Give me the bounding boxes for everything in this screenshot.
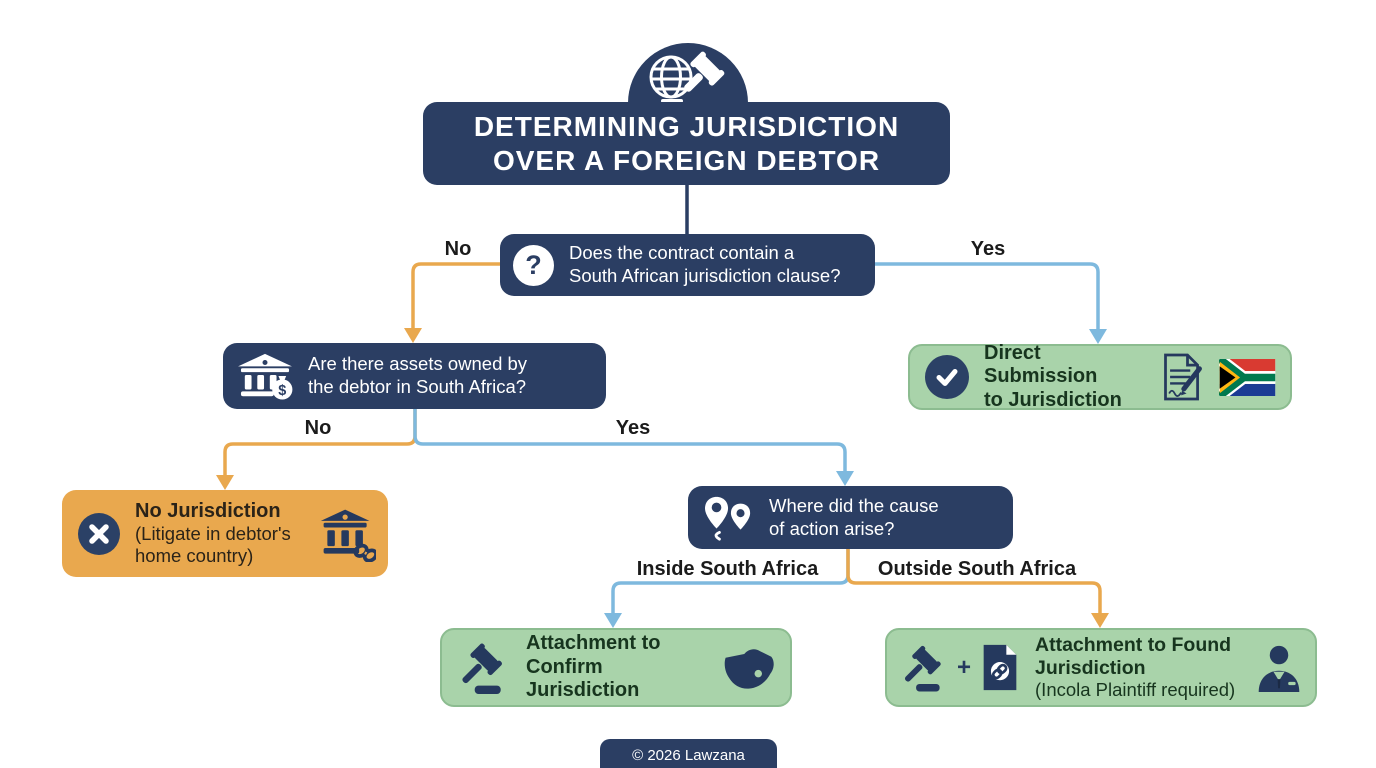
bank-money-icon: $	[238, 353, 293, 400]
document-link-icon	[983, 644, 1017, 691]
globe-gavel-icon	[649, 51, 725, 103]
connector-q1-yes	[875, 262, 1107, 344]
label-no-contract: No	[444, 238, 472, 260]
question-mark-icon: ?	[513, 244, 554, 286]
node-no-jurisdiction: No Jurisdiction (Litigate in debtor's ho…	[62, 490, 388, 577]
node-direct-submission: Direct Submission to Jurisdiction	[908, 341, 1292, 411]
location-pins-icon	[705, 496, 751, 541]
no-jurisdiction-text: No Jurisdiction (Litigate in debtor's ho…	[135, 499, 291, 566]
label-yes-contract: Yes	[970, 238, 1006, 260]
node-contract-question: ? Does the contract contain a South Afri…	[500, 234, 875, 296]
node-assets-question: $ Are there assets owned by the debtor i…	[223, 343, 606, 409]
svg-text:$: $	[278, 383, 286, 399]
title-line2: OVER A FOREIGN DEBTOR	[492, 144, 881, 176]
x-icon	[78, 512, 120, 555]
bank-broken-chain-icon	[320, 509, 376, 562]
contract-question-text: Does the contract contain a South Africa…	[569, 242, 841, 286]
gavel-icon	[904, 645, 941, 691]
person-icon	[1258, 645, 1300, 692]
south-africa-map-icon	[724, 648, 774, 689]
label-yes-assets: Yes	[615, 417, 651, 439]
direct-submission-text: Direct Submission to Jurisdiction	[984, 341, 1122, 411]
document-pen-icon	[1164, 353, 1202, 401]
connector-q3-outside	[846, 549, 1109, 628]
header-dome	[628, 43, 748, 103]
title-line1: DETERMINING JURISDICTION	[473, 111, 900, 143]
gavel-icon	[462, 643, 502, 694]
cause-question-text: Where did the cause of action arise?	[769, 494, 939, 539]
connector-q1-no	[404, 262, 500, 343]
attachment-confirm-text: Attachment to Confirm Jurisdiction	[526, 632, 661, 702]
label-outside-sa: Outside South Africa	[877, 558, 1077, 580]
node-attachment-confirm: Attachment to Confirm Jurisdiction	[440, 628, 792, 707]
page-title: DETERMINING JURISDICTION OVER A FOREIGN …	[423, 102, 950, 185]
connector-q2-yes	[413, 409, 854, 486]
node-attachment-found: + Attachment to Found Jurisdiction (Inco…	[885, 628, 1317, 707]
plus-sign: +	[957, 653, 972, 681]
node-cause-question: Where did the cause of action arise?	[688, 486, 1013, 549]
attachment-found-text: Attachment to Found Jurisdiction (Incola…	[1035, 634, 1236, 701]
label-inside-sa: Inside South Africa	[636, 558, 819, 580]
footer-credit: © 2026 Lawzana	[600, 739, 777, 768]
south-africa-flag-icon	[1219, 358, 1276, 396]
check-icon	[925, 355, 969, 399]
assets-question-text: Are there assets owned by the debtor in …	[308, 353, 528, 397]
label-no-assets: No	[304, 417, 332, 439]
